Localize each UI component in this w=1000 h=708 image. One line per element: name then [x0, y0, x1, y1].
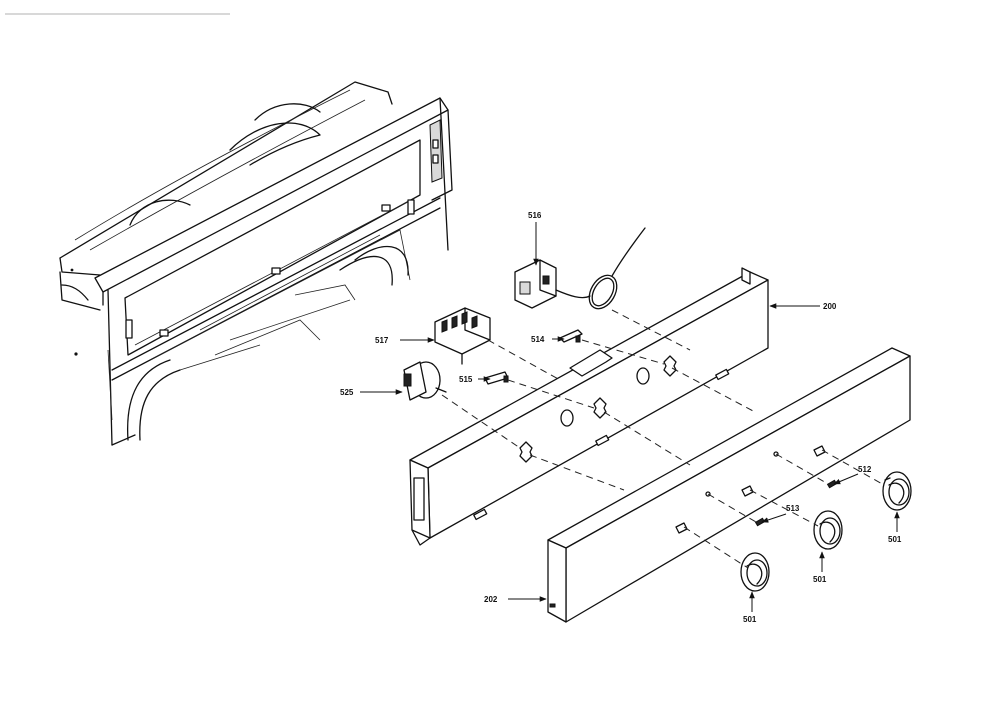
callout-501-left: 501 — [743, 615, 757, 624]
control-panel-200 — [409, 267, 769, 546]
knob-501-left — [740, 552, 770, 592]
timer-525 — [403, 361, 447, 401]
callout-515: 515 — [459, 375, 473, 384]
callout-517: 517 — [375, 336, 389, 345]
callout-514: 514 — [531, 335, 545, 344]
hole — [636, 367, 650, 385]
callout-516: 516 — [528, 211, 542, 220]
front-fascia-202 — [547, 347, 911, 623]
callout-labels: 200 202 501 501 501 512 513 514 515 516 … — [340, 211, 902, 624]
selector-switch-517 — [434, 307, 491, 365]
thermostat-516 — [514, 227, 646, 310]
knob-501-right — [882, 471, 912, 511]
hole — [560, 409, 574, 427]
leader-lines — [360, 222, 900, 612]
callout-501-middle: 501 — [813, 575, 827, 584]
knob-501-middle — [813, 510, 843, 550]
spacer-515 — [484, 371, 509, 385]
callout-200: 200 — [823, 302, 837, 311]
callout-202: 202 — [484, 595, 498, 604]
callout-501-right: 501 — [888, 535, 902, 544]
oven-cavity — [59, 81, 453, 446]
callout-525: 525 — [340, 388, 354, 397]
spacer-514 — [559, 329, 583, 343]
callout-512: 512 — [858, 465, 872, 474]
assembly-dashed-lines — [441, 309, 885, 569]
callout-513: 513 — [786, 504, 800, 513]
